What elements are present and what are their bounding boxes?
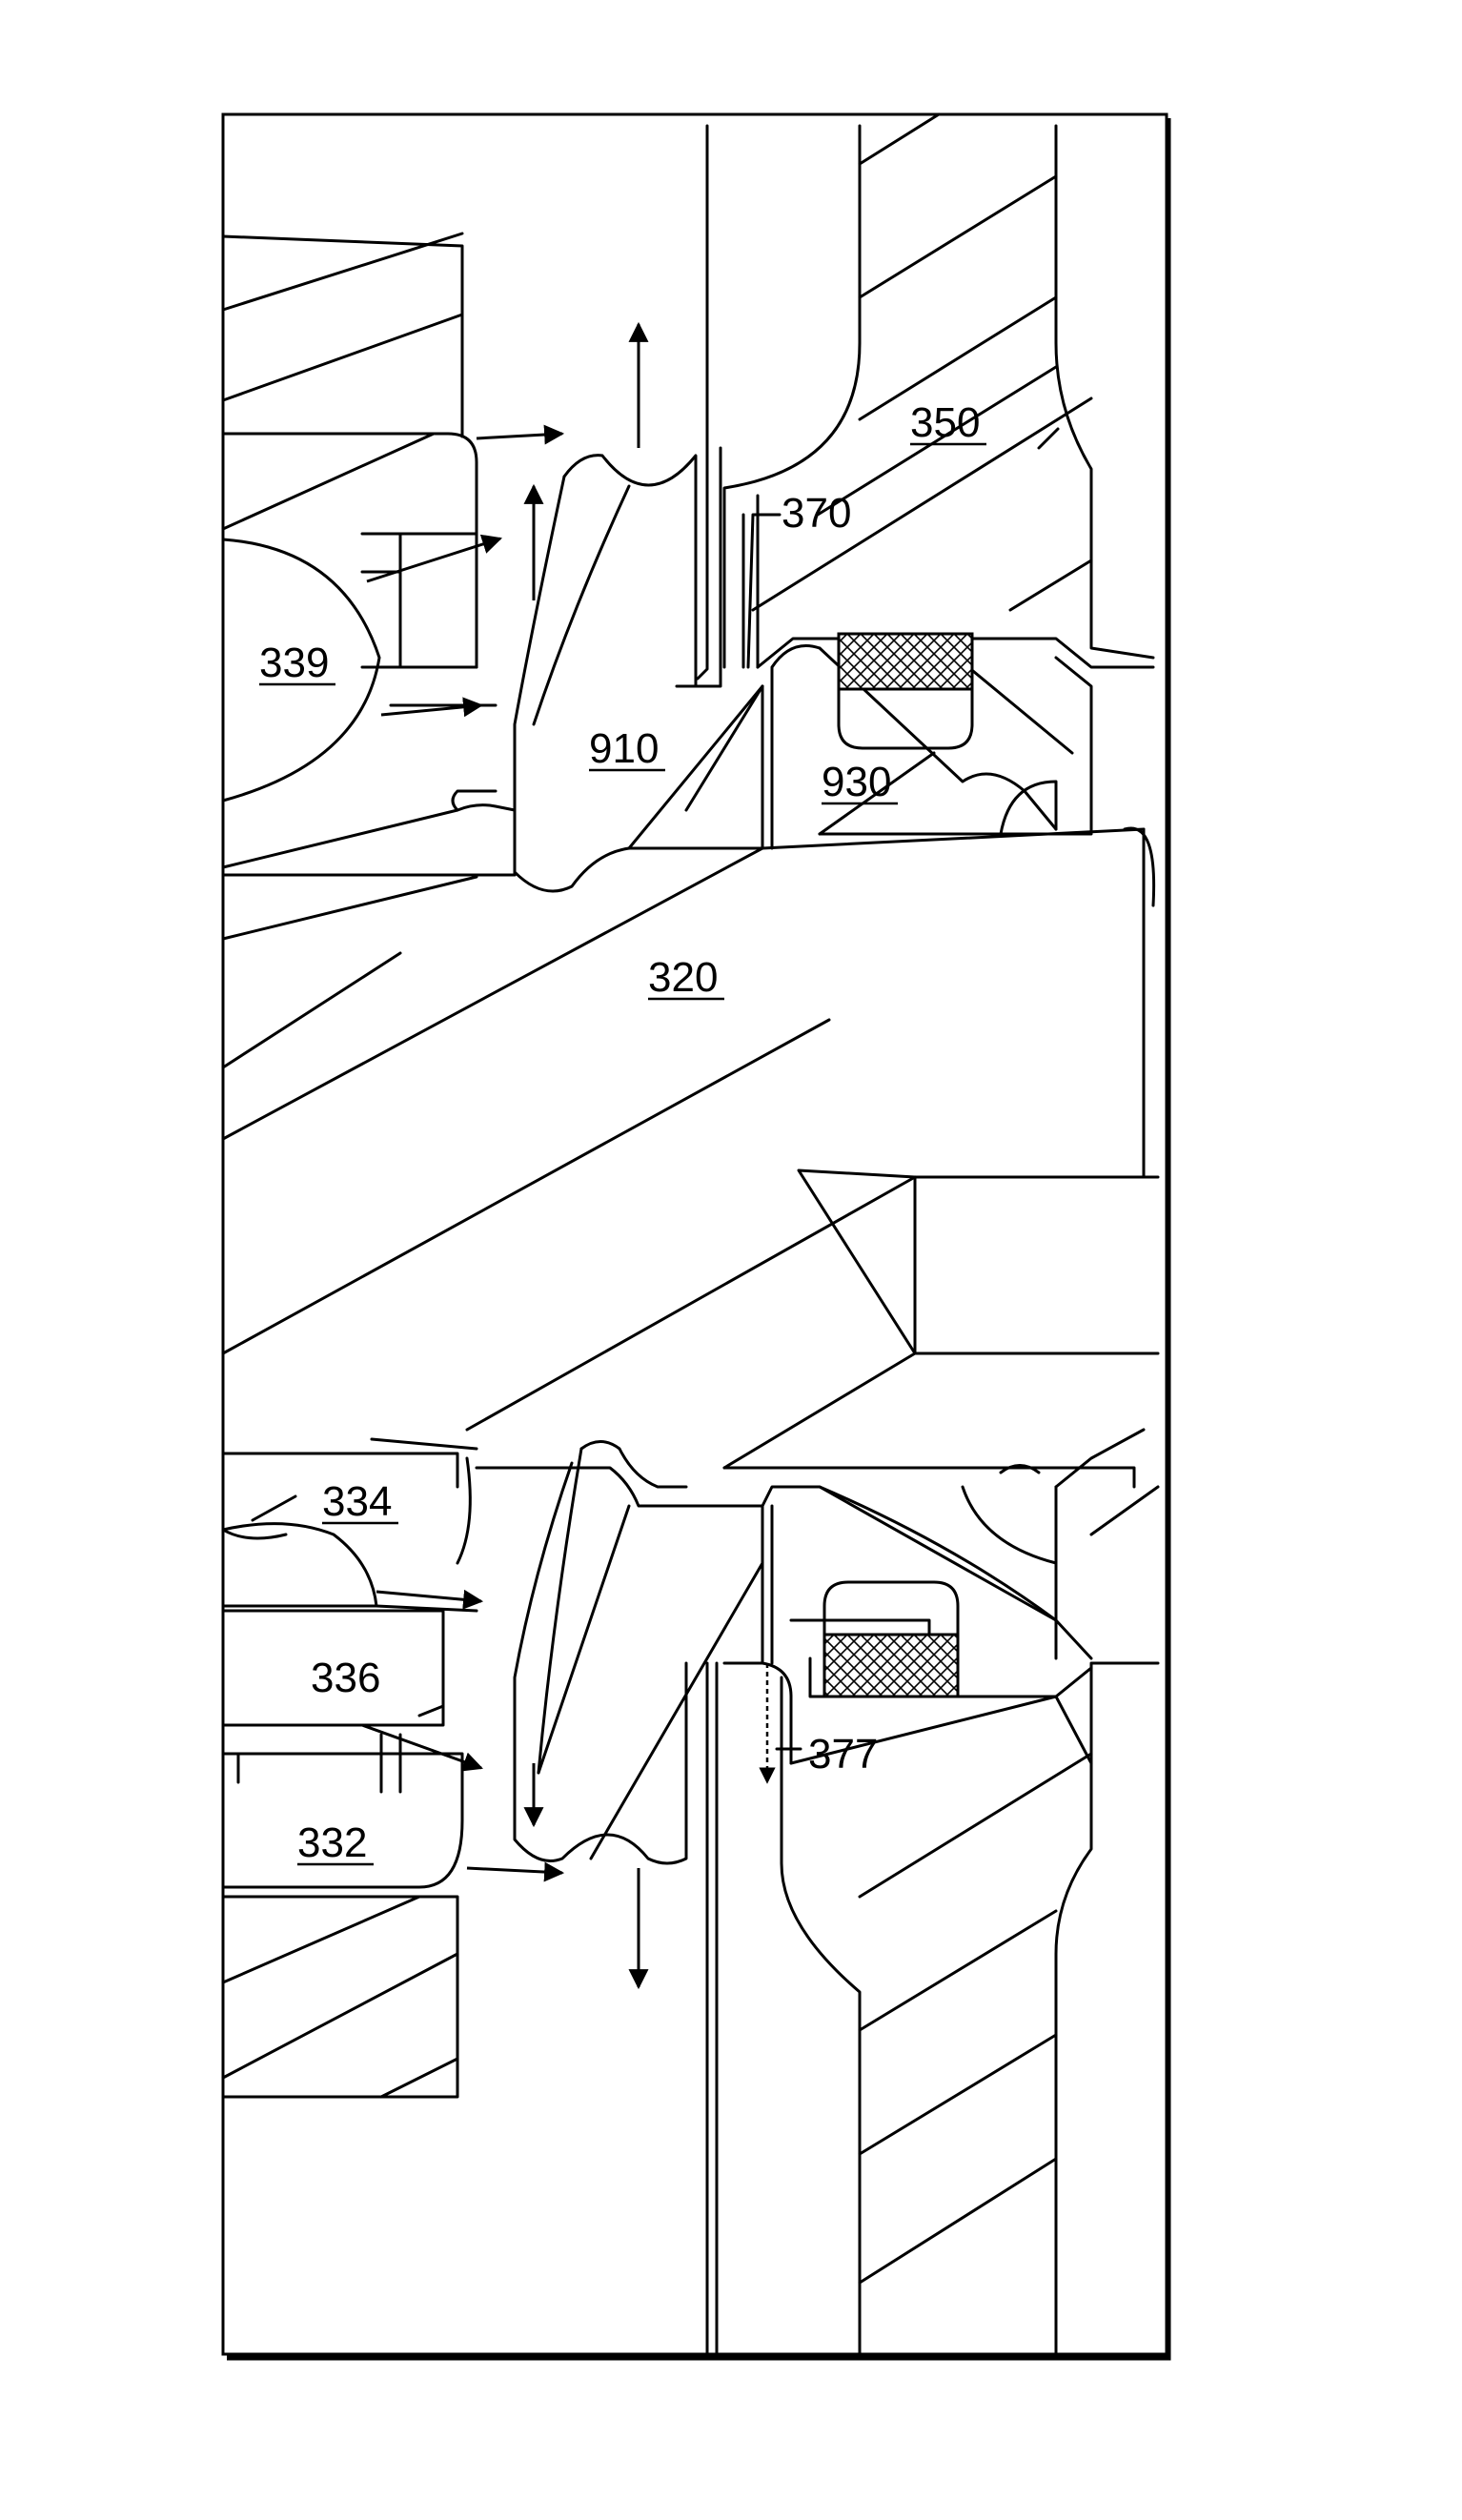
svg-text:332: 332: [297, 1819, 367, 1866]
label-370: 370: [782, 490, 851, 537]
label-910: 910: [589, 725, 665, 772]
svg-text:334: 334: [322, 1478, 392, 1525]
label-334: 334: [322, 1478, 398, 1525]
label-332: 332: [297, 1819, 374, 1866]
svg-text:339: 339: [259, 640, 329, 686]
label-930: 930: [822, 759, 898, 805]
label-350: 350: [910, 399, 986, 446]
label-336: 336: [311, 1655, 380, 1701]
svg-text:320: 320: [648, 954, 718, 1001]
drawing-frame: [223, 114, 1168, 2358]
label-320: 320: [648, 954, 724, 1001]
svg-text:370: 370: [782, 490, 851, 537]
label-339: 339: [259, 640, 335, 686]
svg-text:930: 930: [822, 759, 891, 805]
svg-text:377: 377: [808, 1731, 878, 1778]
label-377: 377: [808, 1731, 878, 1778]
svg-text:910: 910: [589, 725, 659, 772]
svg-text:336: 336: [311, 1655, 380, 1701]
svg-text:350: 350: [910, 399, 980, 446]
